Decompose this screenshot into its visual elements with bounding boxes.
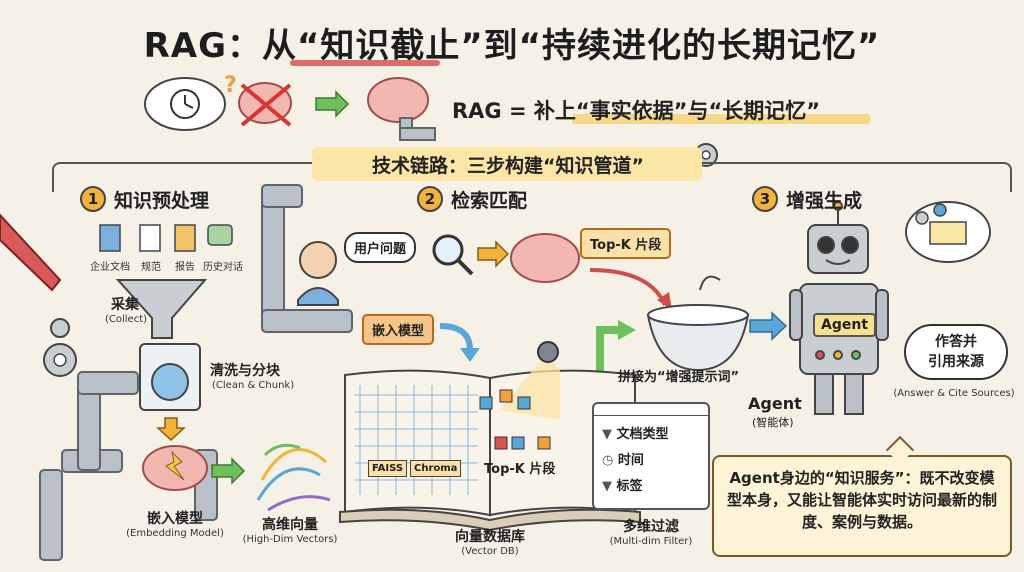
note-box: Agent身边的“知识服务”：既不改变模型本身，又能让智能体实时访问最新的制度、… [712,455,1012,557]
gear-icon [934,204,946,216]
filter-label-doctype: 文档类型 [617,427,669,442]
vector-db-label: 向量数据库 [430,526,550,546]
filter-icon: ▼ [602,427,612,442]
user-avatar [300,242,336,278]
filter-label-time: 时间 [618,453,644,468]
title-underline [290,60,440,66]
vector-db-label-en: (Vector DB) [440,546,540,557]
embed-model-label-en: (Embedding Model) [110,528,240,539]
step-2-number: 2 [417,186,443,212]
vector-arrows-icon [258,445,330,510]
book-icon [930,222,966,244]
collect-label: 采集 [100,294,150,314]
clock-icon: ◷ [602,453,613,468]
page-title: RAG：从“知识截止”到“持续进化的长期记忆” [0,18,1024,67]
document-icons [100,225,232,251]
step-1-label: 知识预处理 [114,186,209,213]
doc-label-history: 历史对话 [198,258,248,273]
vectors-label: 高维向量 [240,514,340,534]
gear-icon [916,212,928,224]
filter-label-tag: 标签 [617,479,643,494]
arrow-icon [316,92,348,116]
filter-item-doctype: ▼ 文档类型 [602,422,700,448]
step-2-label: 检索匹配 [451,186,527,213]
brain-icon [368,78,428,122]
clean-label: 清洗与分块 [210,360,280,380]
filter-item-time: ◷ 时间 [602,448,700,474]
magnifier-icon [434,236,462,264]
user-question-bubble: 用户问题 [344,232,416,263]
chain-title: 技术链路：三步构建“知识管道” [318,151,698,178]
filter-label: 多维过滤 [590,516,712,536]
topk-book-label: Top-K 片段 [484,458,555,477]
filter-panel: ▼ 文档类型 ◷ 时间 ▼ 标签 [592,402,710,510]
svg-text:?: ? [224,73,237,98]
agent-label-sub: (智能体) [752,414,794,430]
doc-label-enterprise: 企业文档 [86,258,134,273]
answer-label-en: (Answer & Cite Sources) [886,388,1022,399]
formula-text: RAG = 补上“事实依据”与“长期记忆” [452,95,820,125]
vectors-label-en: (High-Dim Vectors) [230,534,350,545]
collect-label-en: (Collect) [96,314,156,325]
robot-agent-icon [790,202,888,414]
agent-label: Agent [748,394,802,413]
step-1-number: 1 [80,186,106,212]
embed-model-tag: 嵌入模型 [362,314,434,345]
chroma-label: Chroma [410,460,461,477]
clean-label-en: (Clean & Chunk) [212,380,294,391]
answer-line-1: 作答并 [906,332,1006,352]
doc-label-report: 报告 [170,258,200,273]
embed-model-label: 嵌入模型 [120,508,230,528]
filter-item-tag: ▼ 标签 [602,474,700,500]
lamp-icon [538,342,558,362]
doc-label-spec: 规范 [136,258,166,273]
step-3-label: 增强生成 [786,186,862,213]
brain-icon [511,234,579,282]
filter-icon: ▼ [602,479,612,494]
arrow-icon [590,270,665,305]
answer-line-2: 引用来源 [906,352,1006,372]
gear-icon [51,319,69,337]
faiss-label: FAISS [368,460,407,477]
answer-bubble: 作答并 引用来源 [904,324,1008,380]
splice-label: 拼接为“增强提示词” [618,366,739,385]
agent-chip: Agent [813,313,876,337]
topk-tag: Top-K 片段 [580,228,671,259]
step-3-number: 3 [752,186,778,212]
filter-label-en: (Multi-dim Filter) [586,536,716,547]
note-text: Agent身边的“知识服务”：既不改变模型本身，又能让智能体实时访问最新的制度、… [727,469,997,531]
crayon-icon [0,215,60,290]
